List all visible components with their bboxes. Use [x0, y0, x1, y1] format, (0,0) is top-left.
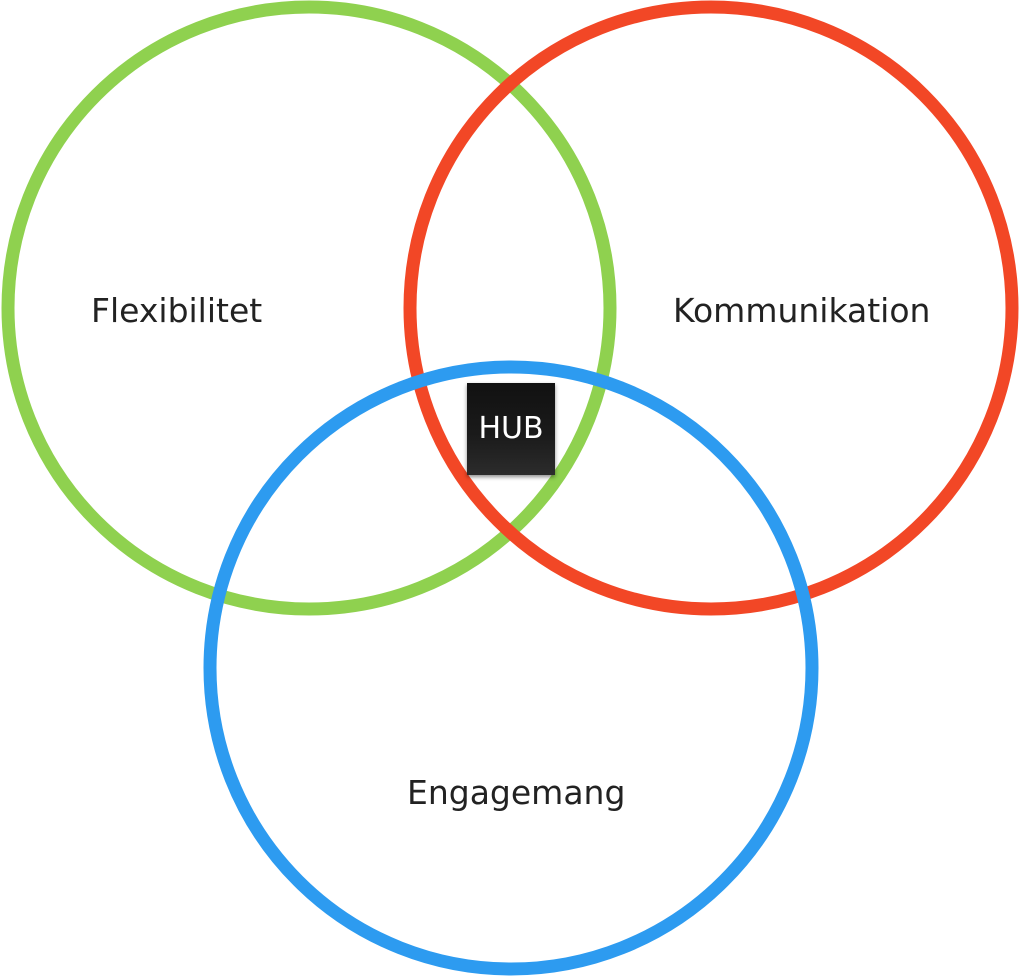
circle-engagemang: [203, 360, 819, 976]
hub-label: HUB: [478, 411, 544, 446]
label-kommunikation: Kommunikation: [673, 291, 931, 330]
hub-box: HUB: [467, 383, 555, 475]
circle-flexibilitet: [1, 0, 617, 616]
label-flexibilitet: Flexibilitet: [91, 291, 263, 330]
circle-kommunikation: [403, 0, 1019, 616]
label-engagemang: Engagemang: [407, 773, 626, 812]
